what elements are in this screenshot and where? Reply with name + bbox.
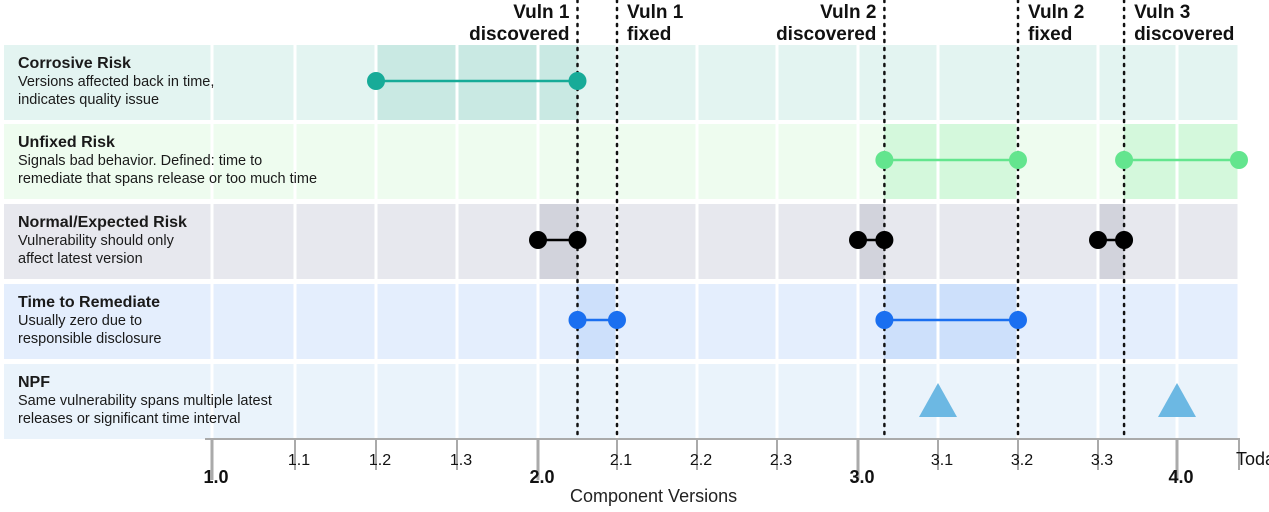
x-tick-label: 2.0: [529, 467, 555, 487]
interval-end-point: [1230, 151, 1248, 169]
row-description: Same vulnerability spans multiple latest…: [18, 393, 272, 427]
x-tick-label: 1.3: [449, 452, 473, 469]
row-background: [4, 364, 1239, 439]
interval-end-point: [1009, 311, 1027, 329]
x-tick-label: 3.0: [849, 467, 875, 487]
interval-start-point: [1089, 231, 1107, 249]
interval-end-point: [1009, 151, 1027, 169]
interval-end-point: [875, 231, 894, 249]
affected-range-shade: [376, 45, 578, 120]
affected-range-shade: [884, 284, 1018, 359]
vuln-marker-label: Vuln 3 discovered: [1134, 2, 1235, 45]
interval-end-point: [568, 72, 587, 90]
row-label: NPF Same vulnerability spans multiple lat…: [18, 374, 272, 428]
row-description: Versions affected back in time, indicate…: [18, 74, 215, 108]
x-tick-label: 3.1: [930, 452, 954, 469]
row-description: Signals bad behavior. Defined: time to r…: [18, 153, 318, 187]
interval-start-point: [875, 151, 894, 169]
row-title: Unfixed Risk: [18, 134, 115, 151]
affected-range-shade: [1124, 124, 1239, 199]
x-tick-label: 2.1: [609, 452, 633, 469]
row-separator: [4, 120, 1239, 124]
interval-start-point: [367, 72, 385, 90]
affected-range-shade: [884, 124, 1018, 199]
interval-end-point: [608, 311, 626, 329]
x-tick-label: 1.1: [287, 452, 311, 469]
row-title: Normal/Expected Risk: [18, 214, 187, 231]
interval-start-point: [529, 231, 547, 249]
x-tick-label: 2.2: [689, 452, 713, 469]
x-tick-label: Today: [1236, 449, 1269, 469]
vuln-marker-label: Vuln 2 fixed: [1028, 2, 1085, 45]
npf-triangle-marker: [919, 383, 957, 417]
x-tick-label: 3.3: [1090, 452, 1114, 469]
interval-start-point: [875, 311, 894, 329]
row-background: [4, 204, 1239, 279]
interval-end-point: [1115, 231, 1134, 249]
x-axis-title: Component Versions: [570, 486, 738, 506]
x-tick-label: 1.2: [368, 452, 392, 469]
row-title: Corrosive Risk: [18, 55, 131, 72]
row-description: Usually zero due to responsible disclosu…: [18, 313, 162, 347]
interval-end-point: [568, 231, 587, 249]
interval-start-point: [568, 311, 587, 329]
row-title: NPF: [18, 374, 50, 391]
row-separator: [4, 200, 1239, 204]
row-background: [4, 45, 1239, 120]
x-tick-label: 2.3: [769, 452, 793, 469]
row-title: Time to Remediate: [18, 294, 160, 311]
row-description: Vulnerability should only affect latest …: [18, 233, 174, 267]
interval-start-point: [849, 231, 867, 249]
npf-triangle-marker: [1158, 383, 1196, 417]
interval-start-point: [1115, 151, 1134, 169]
vuln-marker-label: Vuln 1 fixed: [627, 2, 684, 45]
x-tick-label: 3.2: [1010, 452, 1034, 469]
row-separator: [4, 360, 1239, 364]
vuln-marker-label: Vuln 1 discovered: [469, 2, 570, 45]
row-separator: [4, 280, 1239, 284]
x-tick-label: 4.0: [1168, 467, 1194, 487]
x-tick-label: 1.0: [203, 467, 229, 487]
vuln-marker-label: Vuln 2 discovered: [776, 2, 877, 45]
row-background: [4, 124, 1239, 199]
